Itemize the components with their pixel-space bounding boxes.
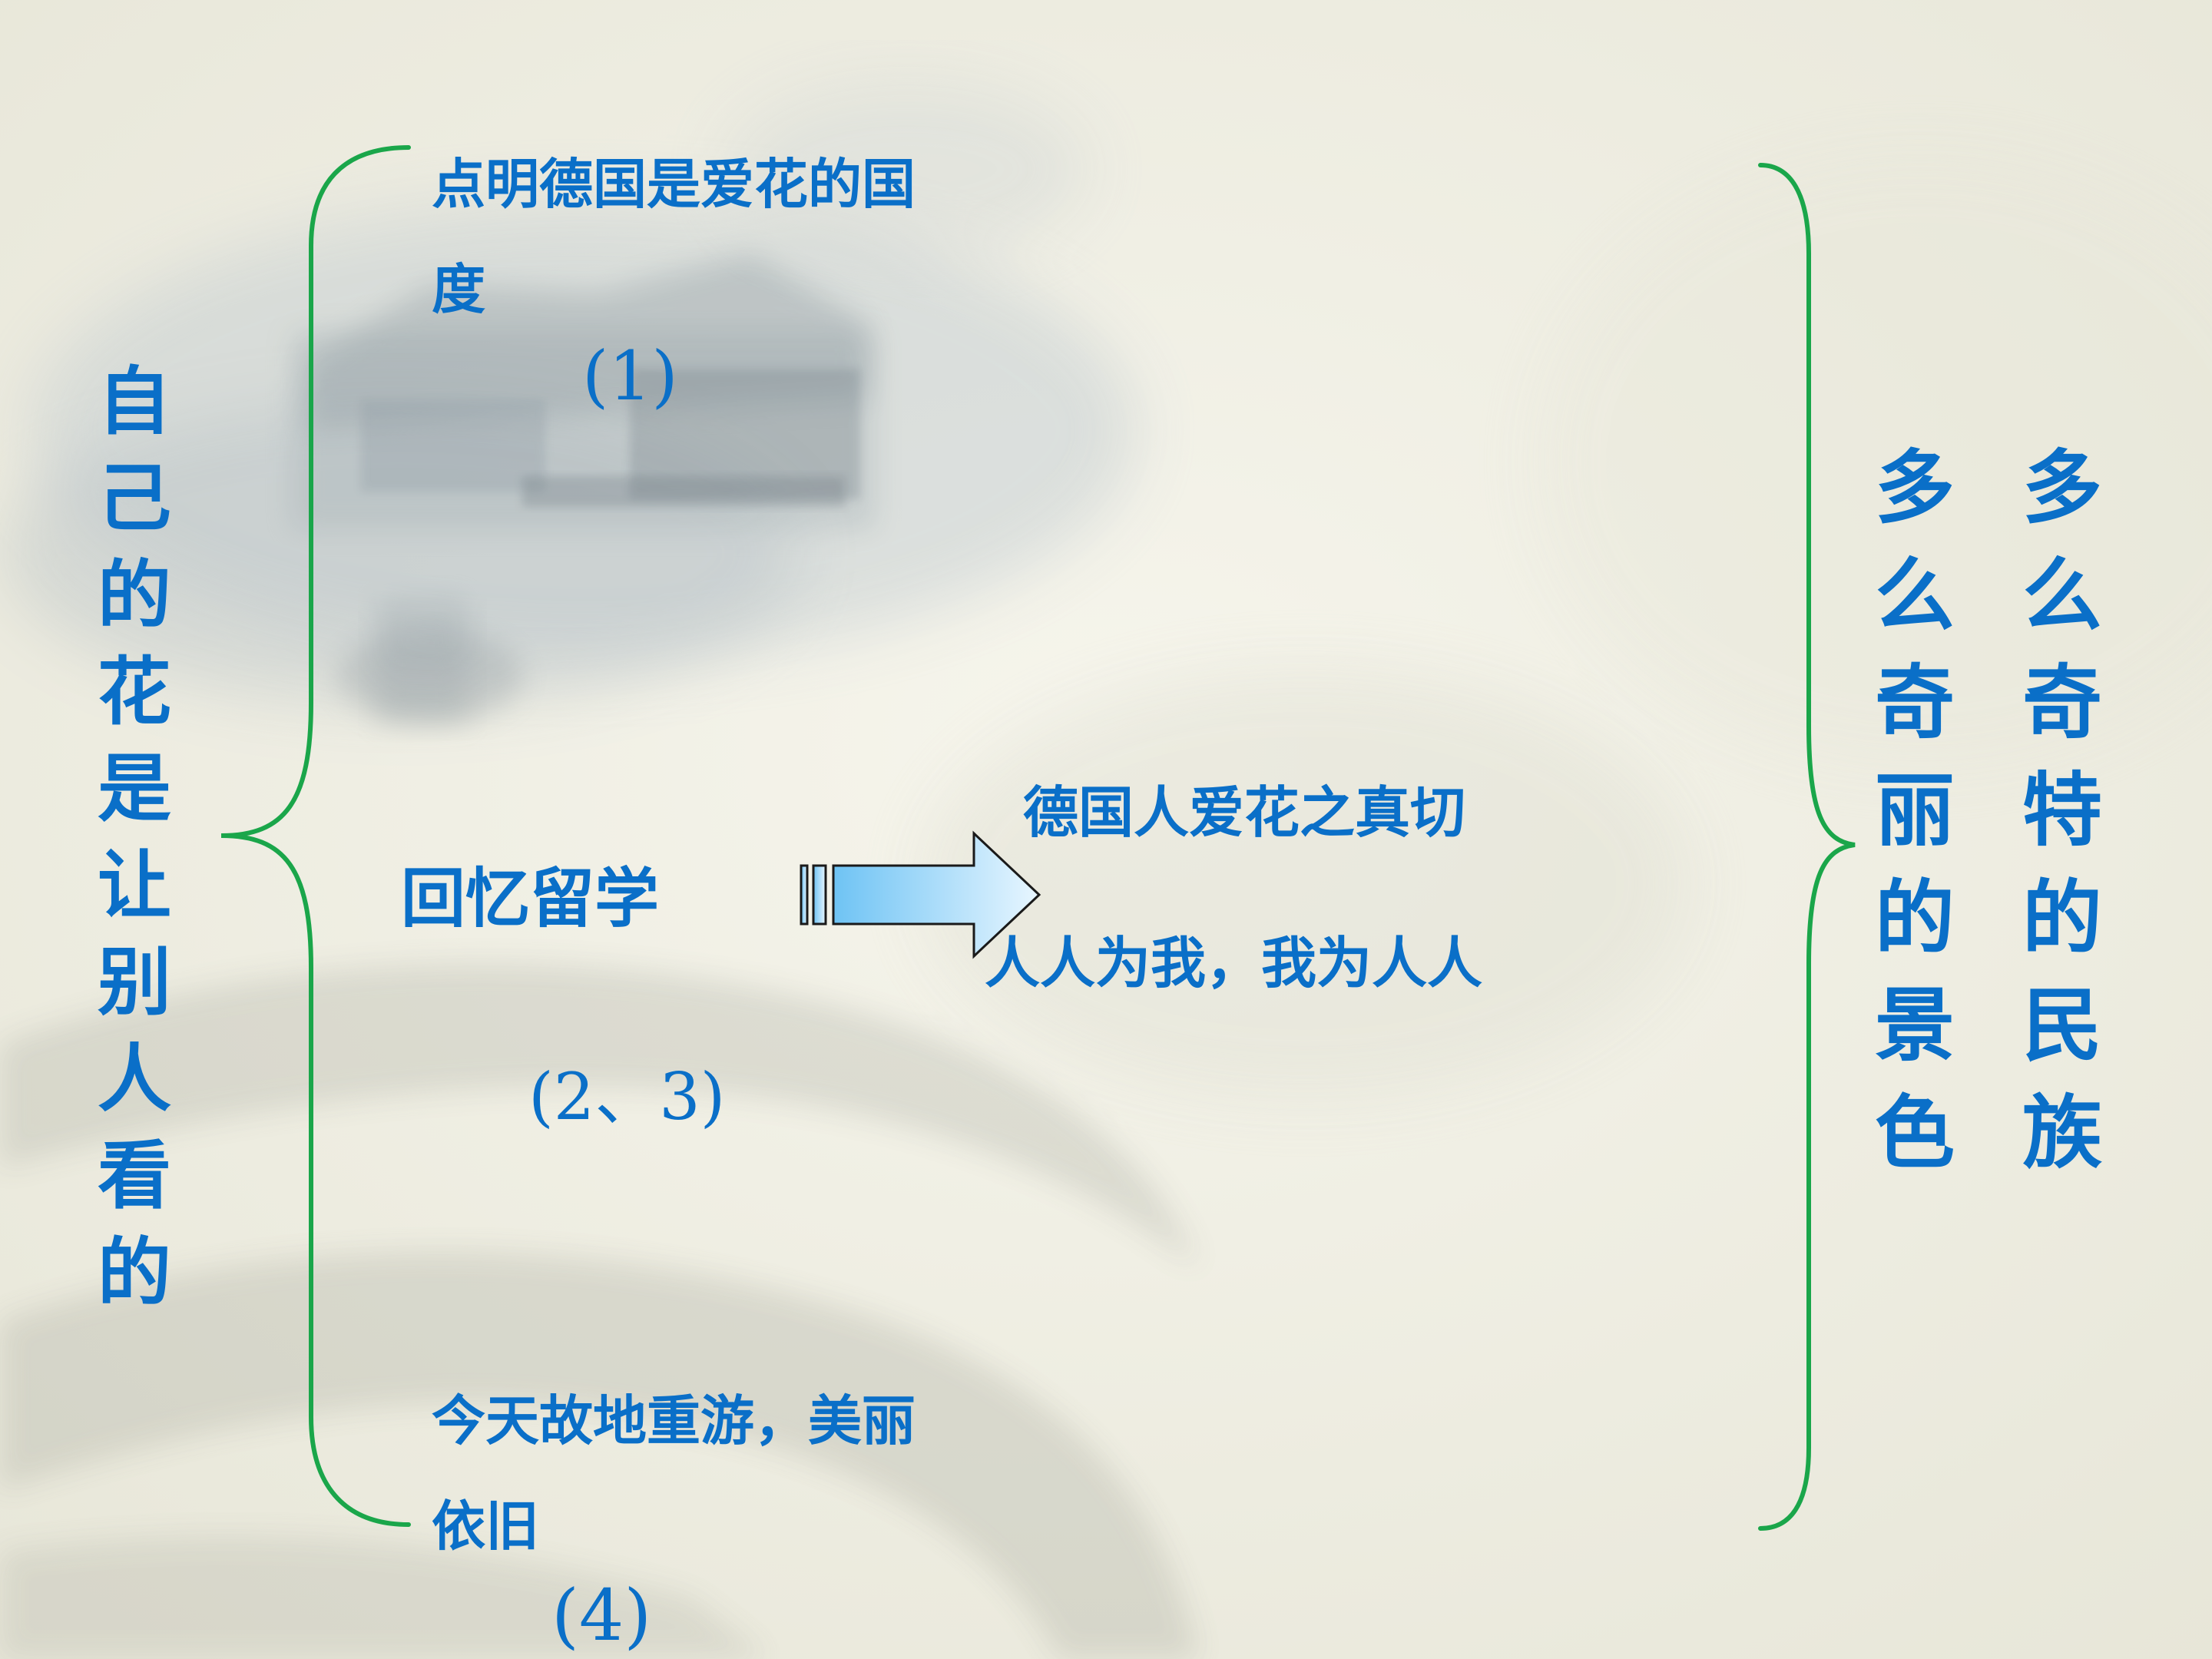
intro-paragraph-ref: (1): [582, 336, 678, 416]
right-column-nation: 多么奇特的民族: [2022, 441, 2102, 1180]
left-brace: [220, 145, 411, 1527]
memory-paragraph-ref: (2、3): [528, 1059, 726, 1134]
intro-text-line2: 度: [432, 258, 485, 321]
memory-result-line1: 德国人爱花之真切: [1023, 780, 1466, 845]
right-column-scenery: 多么奇丽的景色: [1874, 441, 1955, 1180]
left-vertical-title: 自己的花是让别人看的: [98, 359, 171, 1316]
misty-town-scene: [0, 77, 1137, 722]
revisit-paragraph-ref: (4): [551, 1575, 652, 1657]
right-brace: [1758, 163, 1856, 1531]
revisit-text-line1: 今天故地重游，美丽: [432, 1389, 916, 1452]
right-arrow-icon: [800, 830, 1041, 959]
revisit-text-line2: 依旧: [432, 1495, 539, 1558]
memory-result-line2: 人人为我，我为人人: [985, 931, 1483, 995]
intro-text-line1: 点明德国是爱花的国: [432, 153, 916, 216]
ink-stroke-mountains: [0, 154, 2212, 1659]
memory-label: 回忆留学: [401, 861, 660, 936]
